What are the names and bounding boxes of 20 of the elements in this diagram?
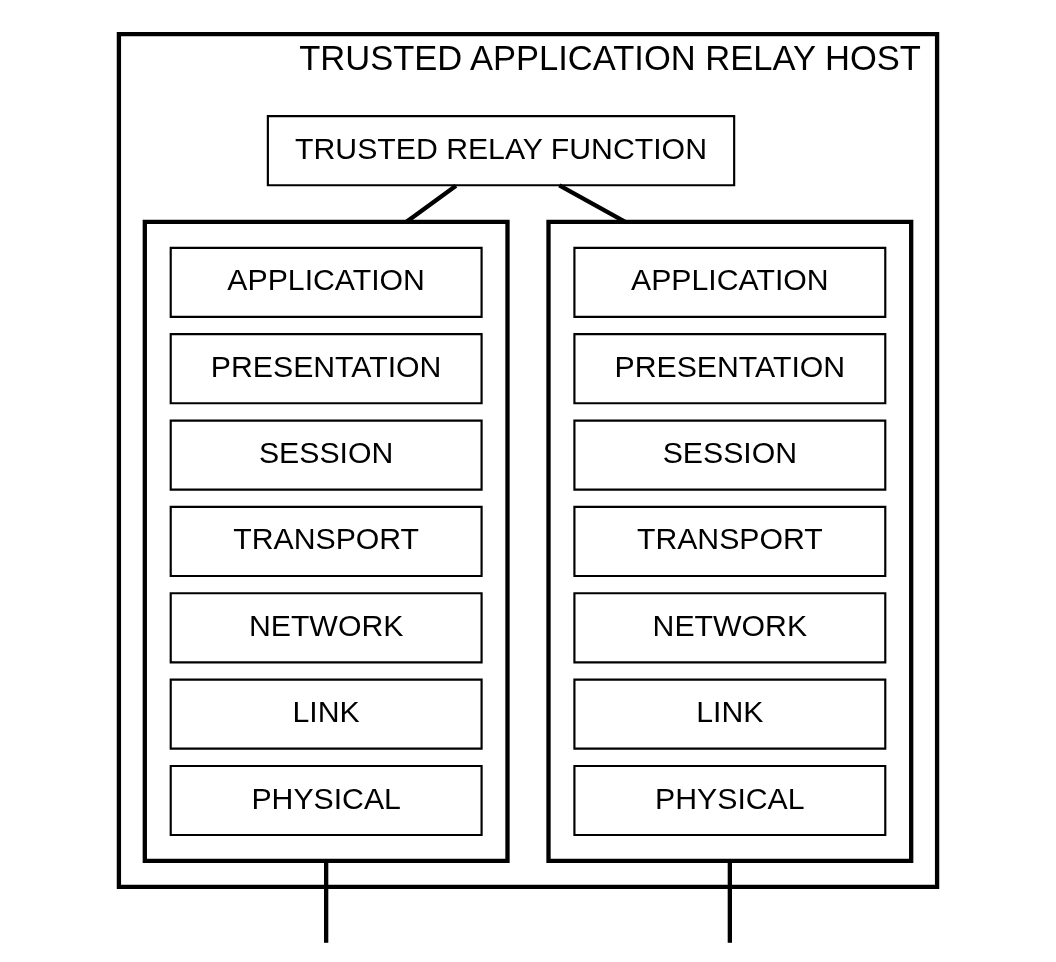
node-box: LINK	[573, 678, 887, 750]
node-box: SESSION	[573, 419, 887, 491]
node-box: TRUSTED RELAY FUNCTION	[266, 115, 736, 187]
node-box: PRESENTATION	[169, 333, 483, 405]
node-box: PRESENTATION	[573, 333, 887, 405]
connector	[558, 183, 627, 224]
node-box: PHYSICAL	[169, 764, 483, 837]
node-box: TRANSPORT	[573, 505, 887, 578]
node-box: APPLICATION	[573, 246, 887, 318]
node-box: LINK	[169, 678, 483, 750]
node-box: NETWORK	[573, 592, 887, 664]
connector	[324, 860, 329, 943]
node-box: NETWORK	[169, 592, 483, 664]
node-box: TRANSPORT	[169, 505, 483, 578]
node-box: APPLICATION	[169, 246, 483, 318]
cluster	[142, 219, 510, 864]
node-box: PHYSICAL	[573, 764, 887, 837]
connector	[727, 860, 732, 943]
cluster	[546, 219, 914, 864]
node-box: SESSION	[169, 419, 483, 491]
